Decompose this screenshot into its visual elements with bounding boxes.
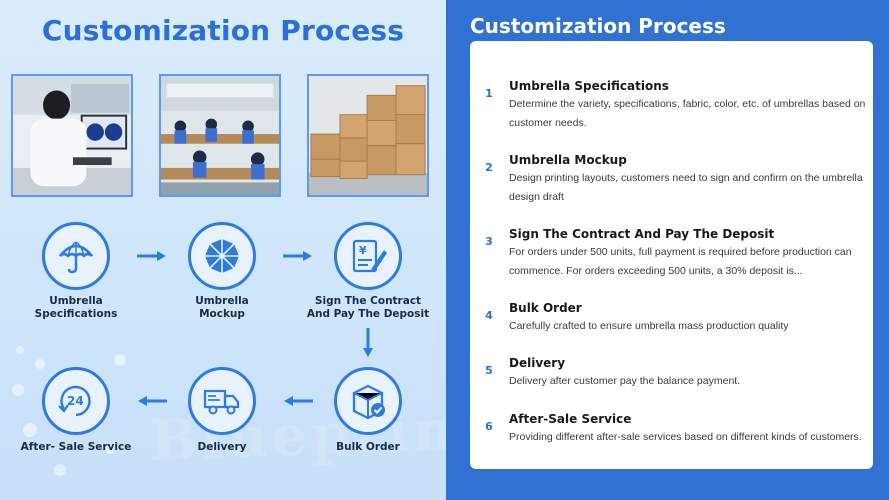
step-label-umbrella-specifications: Umbrella Specifications (34, 295, 118, 320)
contract-icon: ¥ (352, 239, 387, 273)
arrow-down-icon (362, 328, 374, 358)
svg-text:¥: ¥ (359, 244, 367, 257)
contract-step-circle: ¥ (334, 222, 402, 290)
right-panel: Customization Process 1 Umbrella Specifi… (446, 0, 889, 500)
warehouse-photo (307, 74, 429, 197)
delivery-step-circle (188, 367, 256, 435)
step-description: Determine the variety, specifications, f… (509, 98, 866, 129)
workshop-photo (159, 74, 281, 197)
step-number: 6 (485, 420, 493, 433)
step-number: 3 (485, 235, 493, 248)
step-title: Sign The Contract And Pay The Deposit (509, 227, 775, 241)
step-title: After-Sale Service (509, 412, 632, 426)
umbrella-top-icon (205, 239, 239, 273)
arrow-right-icon (283, 250, 313, 262)
arrow-left-icon (137, 395, 167, 407)
truck-icon (203, 389, 240, 415)
step-label-sign-contract: Sign The Contract And Pay The Deposit (306, 295, 430, 320)
step-number: 1 (485, 87, 493, 100)
step-label-after-sale: After- Sale Service (20, 441, 132, 453)
step-number: 2 (485, 161, 493, 174)
step-label-delivery: Delivery (197, 441, 247, 453)
bulk-order-step-circle (334, 367, 402, 435)
umbrella-icon (59, 241, 93, 274)
process-card: 1 Umbrella Specifications Determine the … (470, 41, 873, 469)
step-description: Providing different after-sale services … (509, 431, 862, 443)
step-title: Delivery (509, 356, 566, 370)
arrow-left-icon (283, 395, 313, 407)
step-label-umbrella-mockup: Umbrella Mockup (195, 295, 249, 320)
office-photo (11, 74, 133, 197)
umbrella-specs-step-circle (42, 222, 110, 290)
step-description: Carefully crafted to ensure umbrella mas… (509, 320, 789, 332)
step-description: For orders under 500 units, full payment… (509, 246, 852, 277)
panel-title: Customization Process (470, 14, 726, 38)
step-title: Umbrella Mockup (509, 153, 627, 167)
arrow-right-icon (137, 250, 167, 262)
page-title: Customization Process (41, 14, 405, 47)
svg-text:24: 24 (67, 394, 84, 408)
step-title: Bulk Order (509, 301, 582, 315)
umbrella-mockup-step-circle (188, 222, 256, 290)
24h-service-icon: 24 (58, 385, 91, 417)
box-icon (352, 384, 385, 420)
left-panel: Blueprint Customization Process (0, 0, 446, 500)
step-title: Umbrella Specifications (509, 79, 669, 93)
step-description: Design printing layouts, customers need … (509, 172, 863, 203)
step-number: 4 (485, 309, 493, 322)
step-number: 5 (485, 364, 493, 377)
step-label-bulk-order: Bulk Order (336, 441, 400, 453)
step-description: Delivery after customer pay the balance … (509, 375, 741, 387)
after-sale-step-circle: 24 (42, 367, 110, 435)
